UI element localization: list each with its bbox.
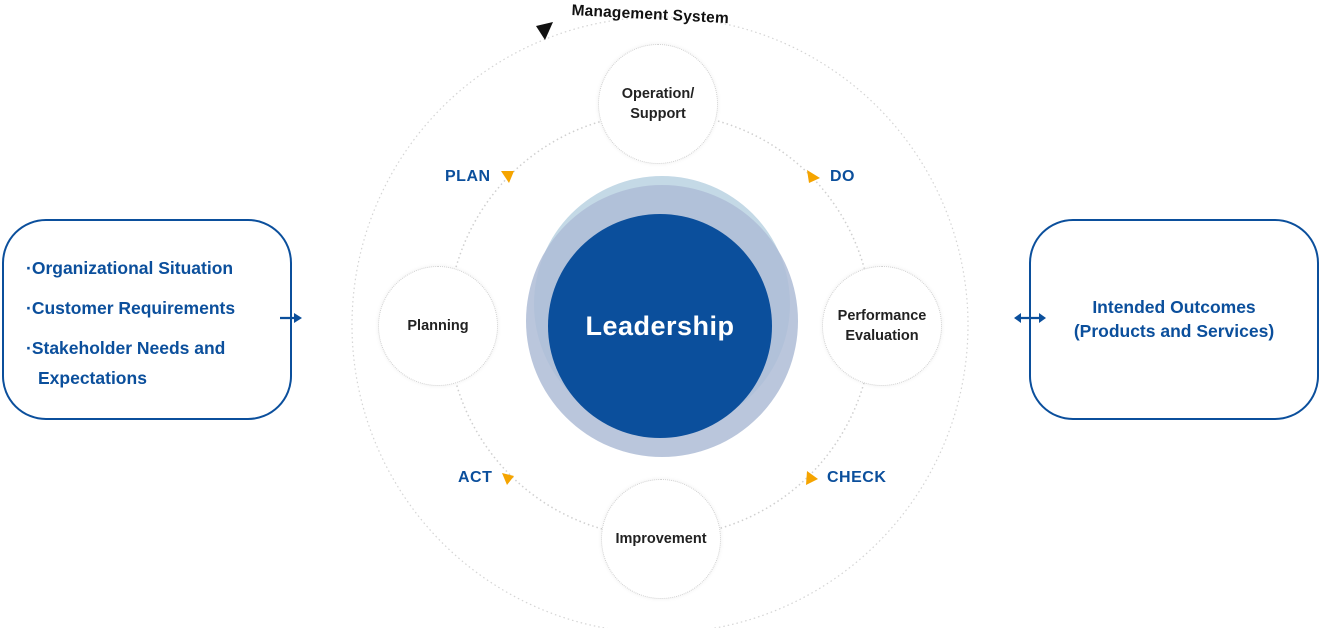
node-planning-label: Planning bbox=[407, 318, 469, 334]
input-arrow-icon bbox=[280, 313, 302, 323]
node-label-line-1: Operation/ bbox=[621, 86, 695, 102]
node-performance-evaluation-label: Performance Evaluation bbox=[838, 306, 927, 346]
list-item: ·Stakeholder Needs and Expectations bbox=[26, 333, 235, 393]
list-item: ·Organizational Situation bbox=[26, 253, 235, 283]
node-planning: Planning bbox=[378, 266, 498, 386]
node-improvement: Improvement bbox=[601, 479, 721, 599]
node-performance-evaluation: Performance Evaluation bbox=[822, 266, 942, 386]
leadership-circle bbox=[548, 214, 772, 438]
outcomes-line-2: (Products and Services) bbox=[1073, 321, 1275, 341]
do-arrow-icon bbox=[807, 170, 820, 183]
bullet: · bbox=[26, 338, 32, 358]
outcomes-box: Intended Outcomes (Products and Services… bbox=[1029, 219, 1319, 420]
phase-do: DO bbox=[830, 168, 855, 185]
inputs-list: ·Organizational Situation ·Customer Requ… bbox=[26, 253, 235, 403]
outcomes-line-1: Intended Outcomes bbox=[1092, 297, 1256, 317]
bullet: · bbox=[26, 258, 32, 278]
input-item-text: Organizational Situation bbox=[31, 258, 234, 278]
plan-arrow-icon bbox=[501, 171, 514, 183]
outer-ring bbox=[351, 16, 969, 628]
input-item-text: Stakeholder Needs and bbox=[31, 338, 226, 358]
management-system-arrow-icon bbox=[536, 22, 553, 40]
act-arrow-icon bbox=[502, 473, 514, 485]
leadership-label: Leadership bbox=[585, 310, 735, 341]
node-operation-support: Operation/ Support bbox=[598, 44, 718, 164]
check-arrow-icon bbox=[806, 471, 818, 485]
phase-plan: PLAN bbox=[445, 168, 491, 185]
input-item-text: Customer Requirements bbox=[31, 298, 236, 318]
node-label-line-2: Support bbox=[630, 106, 686, 122]
node-label-line-1: Performance bbox=[837, 308, 927, 324]
node-label-line-2: Evaluation bbox=[845, 328, 919, 344]
input-item-continuation: Expectations bbox=[38, 368, 147, 388]
phase-check: CHECK bbox=[827, 469, 887, 486]
node-operation-support-label: Operation/ Support bbox=[622, 84, 695, 124]
phase-act: ACT bbox=[458, 469, 493, 486]
bullet: · bbox=[26, 298, 32, 318]
node-improvement-label: Improvement bbox=[615, 531, 707, 547]
bidirectional-arrow-icon bbox=[1014, 313, 1046, 323]
inputs-box: ·Organizational Situation ·Customer Requ… bbox=[2, 219, 292, 420]
outcomes-text: Intended Outcomes (Products and Services… bbox=[1031, 295, 1317, 343]
list-item: ·Customer Requirements bbox=[26, 293, 235, 323]
